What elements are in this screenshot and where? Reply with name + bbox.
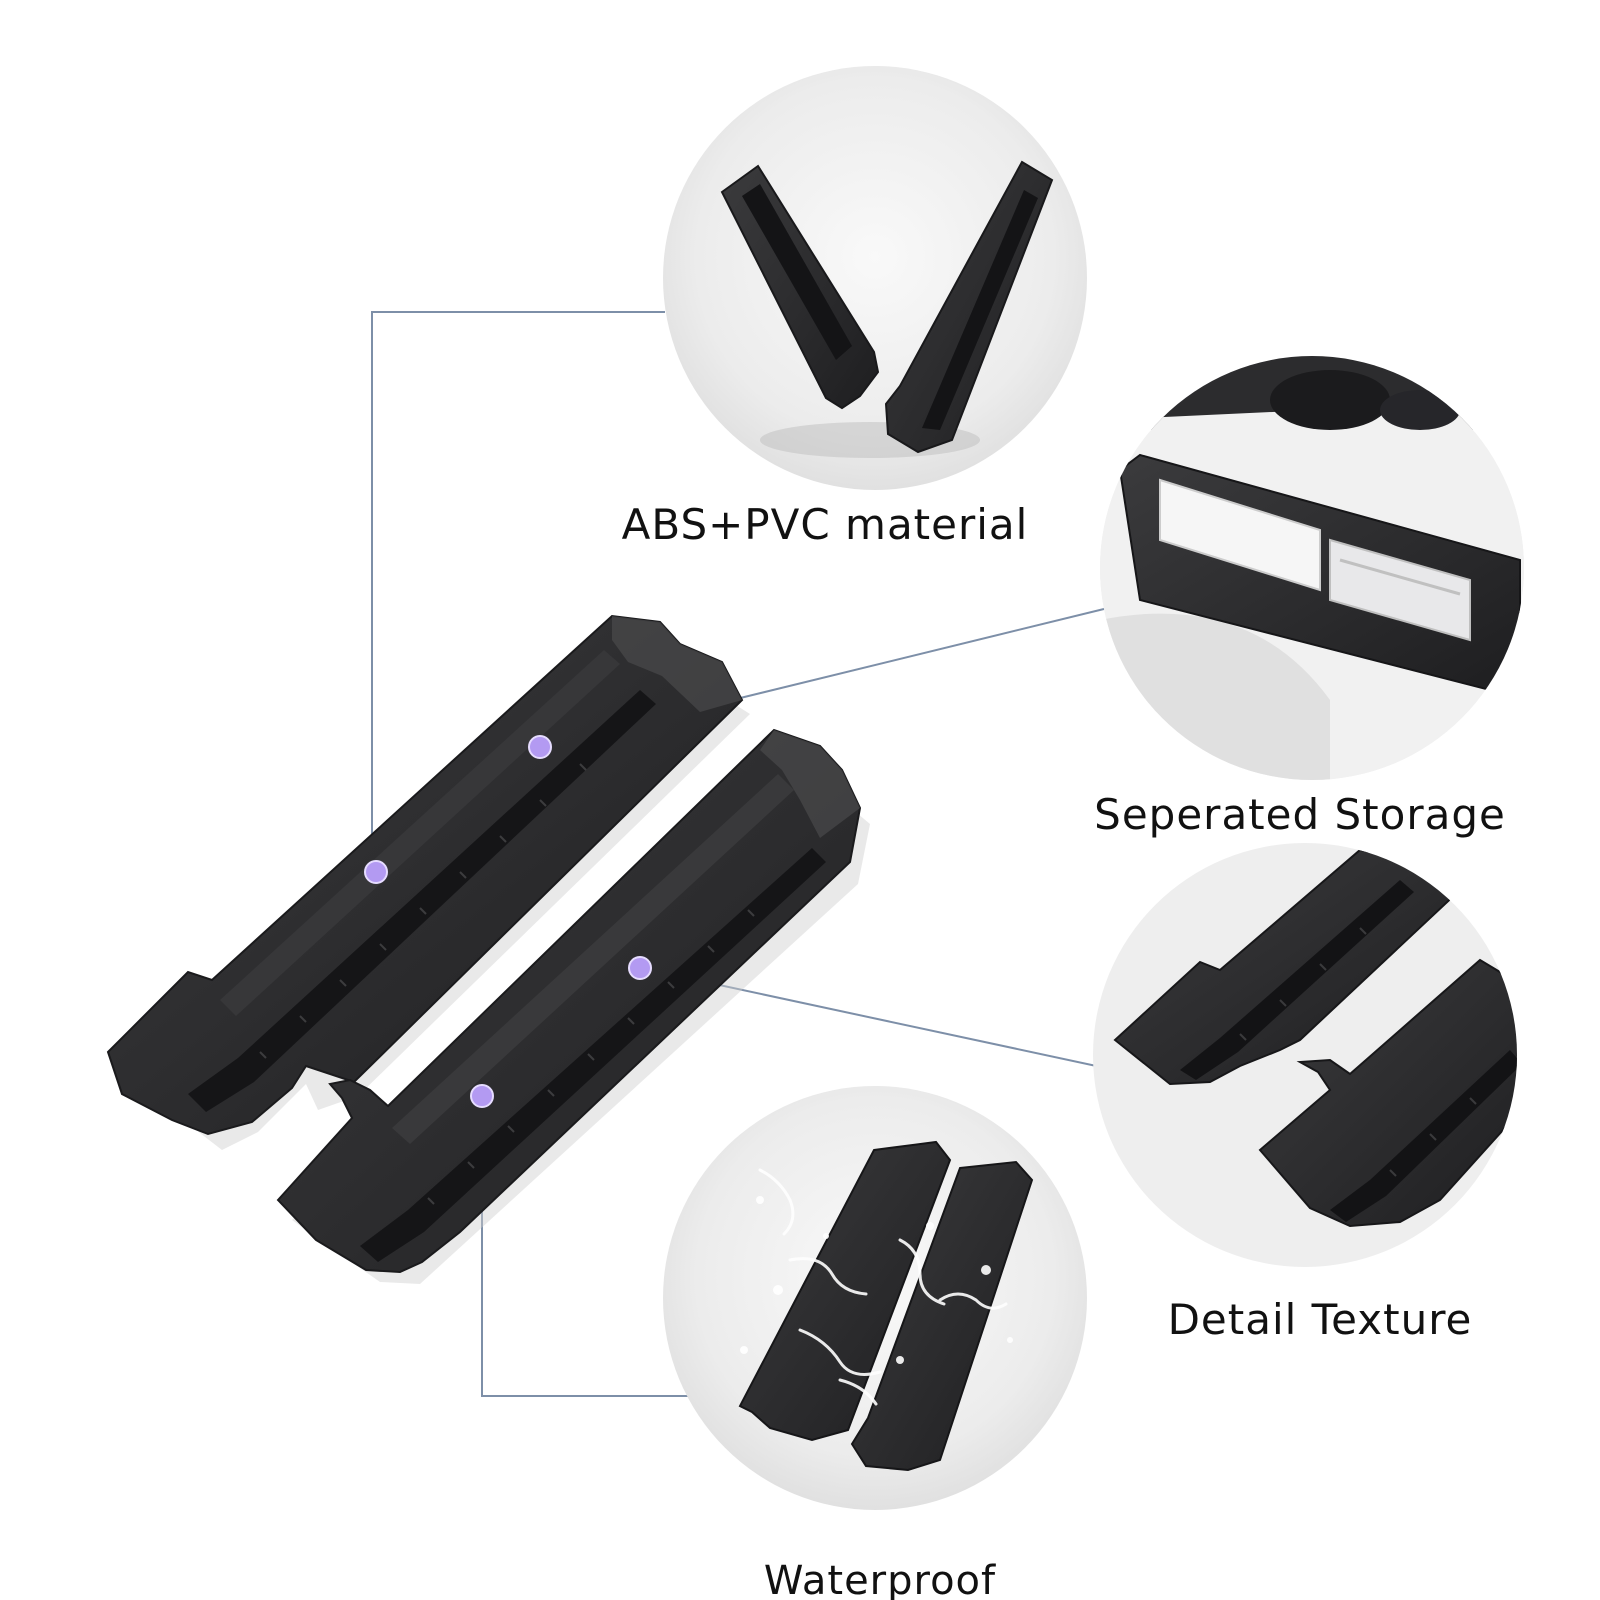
marker-dot-waterproof: [470, 1084, 494, 1108]
material-detail-circle: [663, 66, 1087, 490]
marker-dot-storage: [528, 735, 552, 759]
marker-dot-material: [364, 860, 388, 884]
waterproof-detail-circle: [663, 1086, 1087, 1510]
storage-detail-circle: [1100, 356, 1524, 780]
main-tray-right: [276, 728, 870, 1284]
marker-dots: [364, 735, 652, 1108]
storage-caption: Seperated Storage: [1094, 790, 1506, 839]
main-tray-left: [106, 614, 750, 1150]
waterproof-caption: Waterproof: [763, 1558, 997, 1600]
marker-dot-texture: [628, 956, 652, 980]
material-caption: ABS+PVC material: [621, 500, 1029, 549]
leader-line-material: [371, 311, 665, 872]
texture-detail-circle: [1093, 843, 1517, 1267]
texture-caption: Detail Texture: [1167, 1295, 1473, 1344]
